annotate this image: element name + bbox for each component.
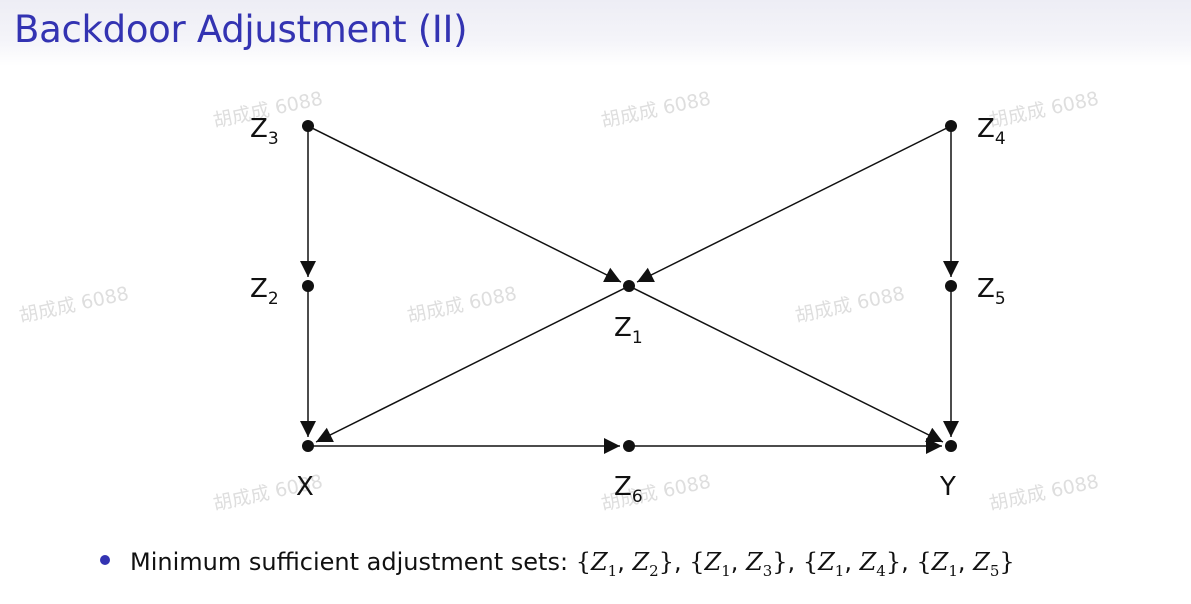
node-label-z5: Z5	[977, 274, 1006, 309]
adjustment-set: {Z1, Z5}	[916, 548, 1015, 580]
node-z2	[302, 280, 314, 292]
adjustment-sets: {Z1, Z2}, {Z1, Z3}, {Z1, Z4}, {Z1, Z5}	[575, 548, 1015, 580]
node-z6	[623, 440, 635, 452]
node-y	[945, 440, 957, 452]
bullet-item: Minimum sufficient adjustment sets: {Z1,…	[100, 548, 1185, 580]
node-label-y: Y	[939, 472, 956, 502]
edges-layer	[300, 126, 959, 454]
node-x	[302, 440, 314, 452]
node-label-z3: Z3	[250, 114, 279, 149]
edge-z1-to-x	[315, 286, 628, 443]
bullet-icon	[100, 555, 110, 565]
node-label-x: X	[296, 472, 314, 502]
node-label-z1: Z1	[614, 313, 643, 348]
adjustment-set: {Z1, Z2}	[575, 548, 674, 580]
node-label-z4: Z4	[977, 114, 1006, 149]
node-z4	[945, 120, 957, 132]
set-variable: Z5	[973, 548, 1000, 580]
node-z3	[302, 120, 314, 132]
edge-z1-to-y	[630, 286, 944, 443]
edge-z4-to-z1	[636, 126, 950, 283]
adjustment-set: {Z1, Z4}	[802, 548, 902, 580]
set-variable: Z2	[632, 548, 659, 580]
bullet-text: Minimum sufficient adjustment sets:	[130, 548, 569, 576]
set-variable: Z3	[746, 548, 773, 580]
set-variable: Z1	[590, 548, 618, 580]
edge-z3-to-z1	[309, 126, 622, 283]
adjustment-set: {Z1, Z3}	[689, 548, 788, 580]
node-z5	[945, 280, 957, 292]
node-label-z6: Z6	[614, 472, 643, 507]
node-z1	[623, 280, 635, 292]
slide-title: Backdoor Adjustment (II)	[14, 8, 468, 51]
title-bar	[0, 0, 1191, 66]
set-variable: Z4	[859, 548, 886, 580]
set-variable: Z1	[931, 548, 958, 580]
set-variable: Z1	[818, 548, 845, 580]
set-variable: Z1	[704, 548, 731, 580]
node-label-z2: Z2	[250, 274, 279, 309]
